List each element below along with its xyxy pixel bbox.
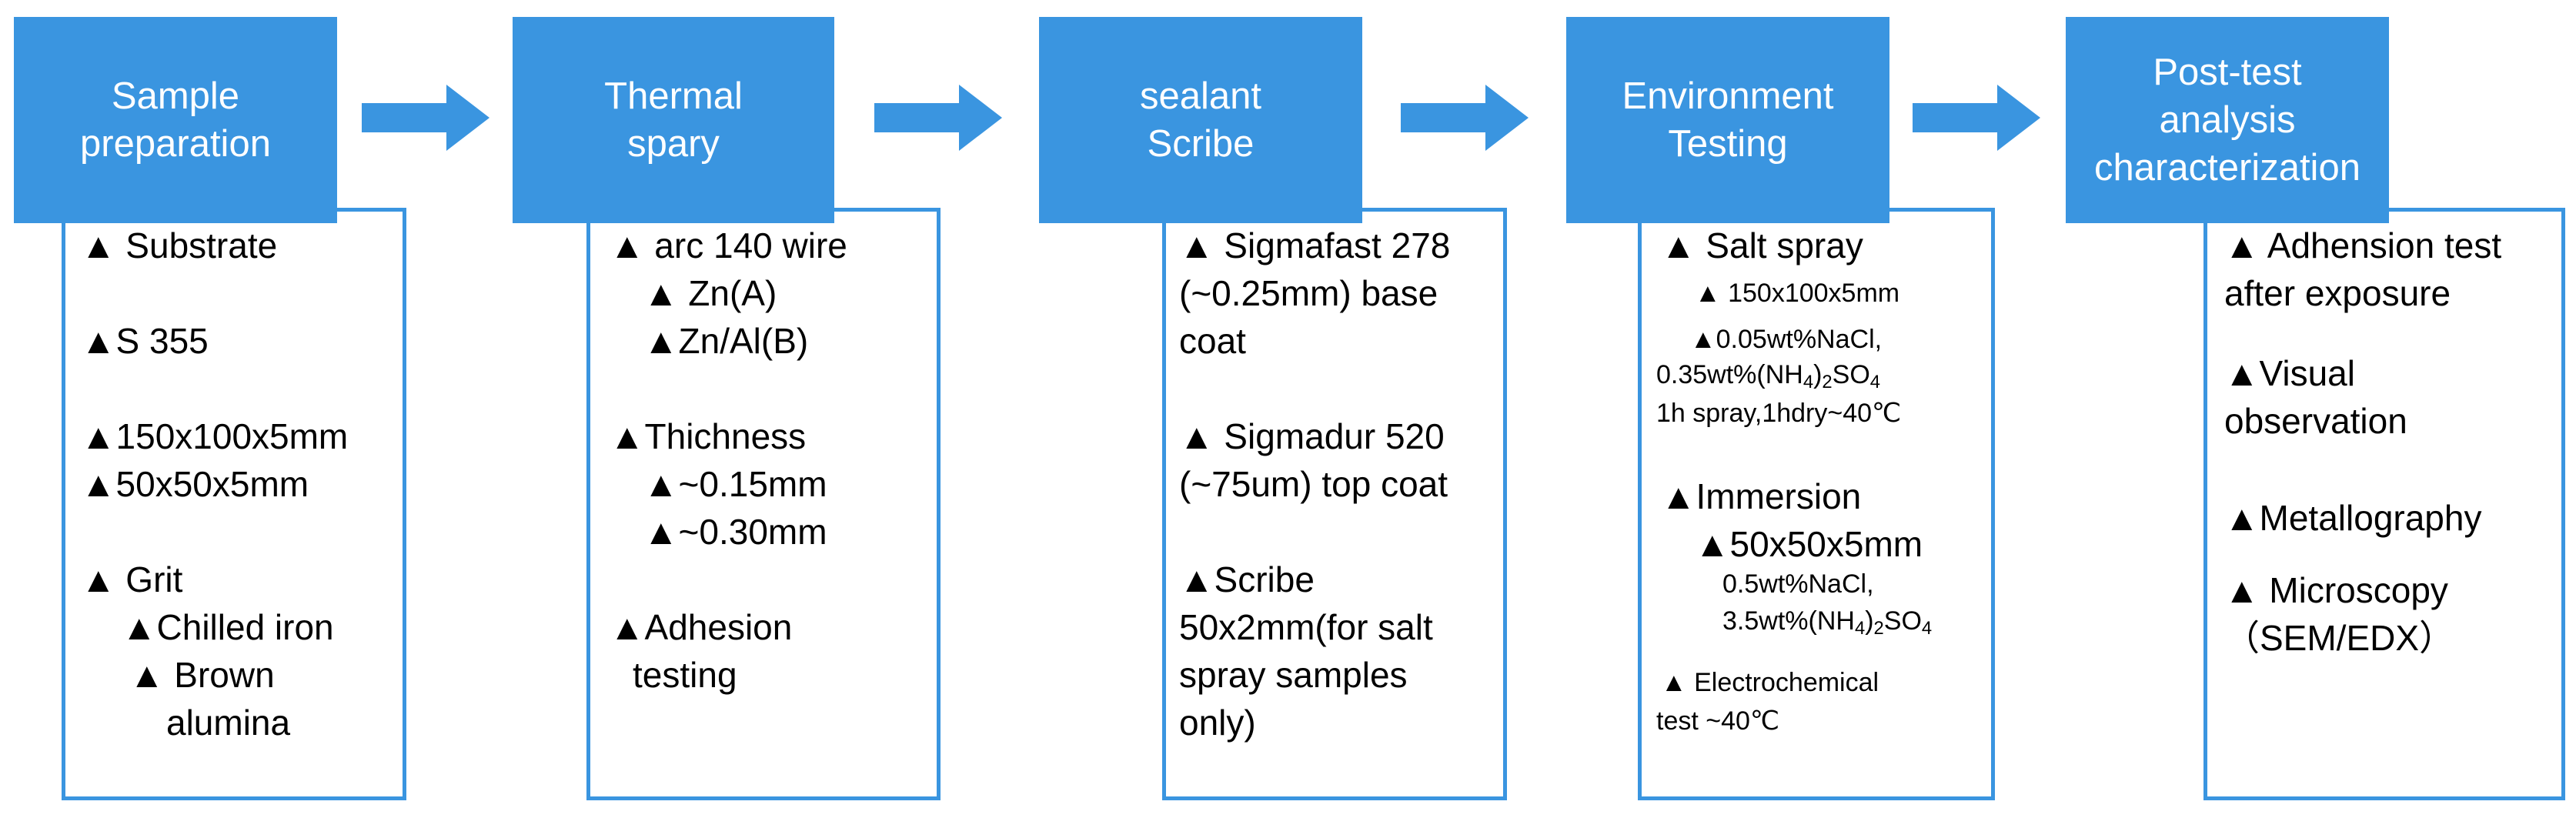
step-3-title: sealant Scribe [1139,75,1261,165]
formula-text: ) [1813,360,1823,389]
step-4-line: 1h spray,1hdry~40℃ [1656,399,1902,428]
step-1-header: Sample preparation [14,17,337,223]
step-4-header: Environment Testing [1566,17,1889,223]
step-1-line: alumina [166,703,291,743]
formula-subscript: 2 [1873,617,1884,639]
step-1-title: Sample preparation [80,75,271,165]
step-3-line: ▲ Sigmafast 278 [1179,225,1451,265]
step-3-line: only) [1179,703,1256,743]
step-5-line: after exposure [2224,273,2451,313]
step-2-line: ▲Zn/Al(B) [643,321,809,361]
step-3-line: coat [1179,321,1246,361]
arrow-right-icon [1401,85,1529,151]
step-4-title: Environment Testing [1622,75,1834,165]
step-4-line: ▲Immersion [1661,476,1862,516]
step-5-line: （SEM/EDX） [2224,618,2455,658]
step-4-line: ▲50x50x5mm [1695,524,1923,564]
step-3-line: ▲Scribe [1179,559,1315,599]
step-3-detail-box [1162,208,1507,800]
step-4-formula-line: 3.5wt%(NH4)2SO4 [1722,608,1932,638]
step-5-line: ▲ Adhension test [2224,225,2502,265]
step-1-line: ▲S 355 [81,321,209,361]
step-3-line: 50x2mm(for salt [1179,607,1433,647]
step-2-line: ▲~0.15mm [643,464,827,504]
step-3-line: spray samples [1179,655,1408,695]
step-4-line: 0.5wt%NaCl, [1722,569,1874,599]
step-2-line: ▲ Zn(A) [643,273,777,313]
formula-subscript: 4 [1921,617,1933,639]
arrow-right-icon [1913,85,2040,151]
step-4-line: ▲ Electrochemical [1661,668,1879,697]
formula-text: 3.5wt%(NH [1722,606,1855,636]
step-2-title: Thermal spary [604,75,743,165]
step-5-header: Post-test analysis characterization [2066,17,2389,223]
step-1-line: ▲Chilled iron [122,607,334,647]
formula-text: ) [1865,606,1874,636]
step-2-line: ▲Thichness [610,416,807,456]
step-2-line: ▲~0.30mm [643,512,827,552]
formula-subscript: 4 [1869,371,1881,392]
step-4-detail-box [1638,208,1995,800]
step-5-line: ▲Visual [2224,353,2355,393]
step-1-detail-box [62,208,406,800]
step-5-detail-box [2203,208,2565,800]
formula-text: 0.35wt%(NH [1656,360,1803,389]
step-4-line: test ~40℃ [1656,706,1780,736]
step-4-line: ▲ Salt spray [1661,225,1863,265]
step-3-line: (~75um) top coat [1179,464,1448,504]
formula-subscript: 2 [1822,371,1833,392]
step-2-line: ▲ arc 140 wire [610,225,847,265]
arrow-right-icon [362,85,489,151]
step-2-detail-box [586,208,941,800]
step-1-line: ▲ Brown [129,655,275,695]
formula-subscript: 4 [1803,371,1814,392]
step-3-line: ▲ Sigmadur 520 [1179,416,1445,456]
step-5-line: observation [2224,401,2407,441]
step-3-line: (~0.25mm) base [1179,273,1438,313]
step-1-line: ▲50x50x5mm [81,464,309,504]
step-5-line: ▲Metallography [2224,498,2482,538]
step-1-line: ▲ Substrate [81,225,278,265]
formula-text: SO [1883,606,1922,636]
formula-subscript: 4 [1854,617,1866,639]
step-1-line: ▲ Grit [81,559,183,599]
formula-text: SO [1832,360,1870,389]
step-1-line: ▲150x100x5mm [81,416,349,456]
arrow-right-icon [874,85,1002,151]
step-4-formula-line: 0.35wt%(NH4)2SO4 [1656,362,1880,392]
step-2-header: Thermal spary [513,17,834,223]
step-5-title: Post-test analysis characterization [2094,52,2360,189]
step-2-line: testing [633,655,737,695]
step-3-header: sealant Scribe [1039,17,1362,223]
step-2-line: ▲Adhesion [610,607,793,647]
step-4-line: ▲0.05wt%NaCl, [1690,325,1883,354]
step-5-line: ▲ Microscopy [2224,570,2448,610]
step-4-line: ▲ 150x100x5mm [1695,279,1900,308]
